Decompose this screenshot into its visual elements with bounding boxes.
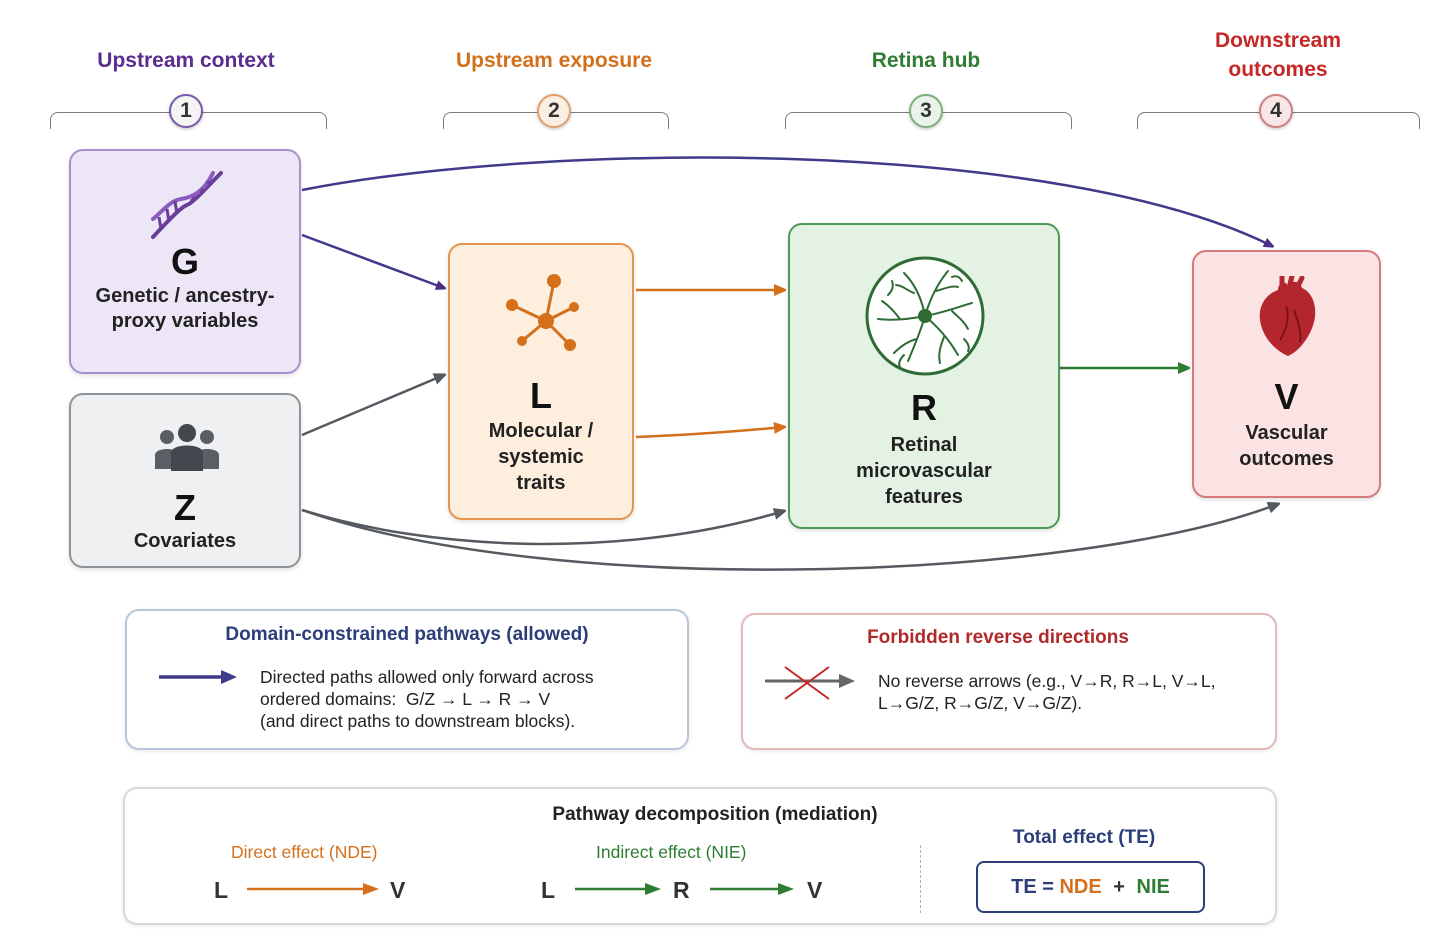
arrow-l-to-r-bottom <box>635 427 784 439</box>
arrow-g-to-l <box>301 233 444 288</box>
domain-number-2: 2 <box>537 94 571 128</box>
arrow-g-to-v <box>301 156 1272 246</box>
retina-icon <box>865 256 985 376</box>
node-r: R Retinal microvascular features <box>788 223 1060 529</box>
domain-title-downstream-outcomes: Downstream outcomes <box>1214 29 1342 81</box>
domain-title-upstream-exposure: Upstream exposure <box>455 49 653 72</box>
arrow-z-to-v <box>301 504 1278 571</box>
equals-sign: = <box>1042 876 1054 898</box>
node-l-letter: L <box>530 375 552 416</box>
arrow-z-to-r <box>301 510 784 546</box>
direct-effect-from: L <box>214 877 229 903</box>
indirect-effect-from: L <box>541 877 556 903</box>
indirect-effect-mid: R <box>673 877 690 903</box>
crossed-arrow-icon <box>765 666 855 700</box>
mediation-panel-title: Pathway decomposition (mediation) <box>552 804 878 825</box>
node-v-label: Vascular outcomes <box>1239 422 1334 470</box>
node-v: V Vascular outcomes <box>1192 250 1381 498</box>
node-g-label: Genetic / ancestry-proxy variables <box>95 285 275 332</box>
domain-number-4: 4 <box>1259 94 1293 128</box>
allowed-panel-line-3: (and direct paths to downstream blocks). <box>260 711 576 731</box>
nde-term: NDE <box>1059 876 1102 898</box>
direct-effect-arrow <box>247 883 379 895</box>
arrow-z-to-l <box>301 375 444 437</box>
heart-icon <box>1259 276 1316 356</box>
forbidden-panel-line-2: L→G/Z, R→G/Z, V→G/Z). <box>878 693 1083 713</box>
node-r-label: Retinal microvascular features <box>856 434 992 508</box>
plus-sign: + <box>1113 876 1125 898</box>
mediation-divider <box>920 845 921 913</box>
nie-term: NIE <box>1136 876 1170 898</box>
indirect-effect-label: Indirect effect (NIE) <box>596 842 747 862</box>
direct-effect-to: V <box>390 877 406 903</box>
indirect-effect-to: V <box>807 877 823 903</box>
people-icon <box>155 424 219 471</box>
node-r-letter: R <box>911 387 937 428</box>
indirect-effect-arrow-2 <box>710 883 794 895</box>
node-l-label: Molecular / systemic traits <box>488 420 594 494</box>
allowed-panel-title: Domain-constrained pathways (allowed) <box>225 624 589 645</box>
domain-title-upstream-context: Upstream context <box>97 49 275 72</box>
total-effect-label: Total effect (TE) <box>1013 827 1156 848</box>
direct-effect-label: Direct effect (NDE) <box>231 842 378 862</box>
allowed-panel-line-1: Directed paths allowed only forward acro… <box>260 667 594 687</box>
node-g-letter: G <box>170 241 199 282</box>
molecule-icon <box>506 274 579 351</box>
indirect-effect-arrow-1 <box>575 883 661 895</box>
forbidden-panel-title: Forbidden reverse directions <box>867 627 1129 648</box>
domain-number-3: 3 <box>909 94 943 128</box>
node-z-letter: Z <box>174 487 196 528</box>
allowed-panel-line-2: ordered domains: G/Z → L → R → V <box>260 689 551 709</box>
node-z: Z Covariates <box>69 393 301 568</box>
forbidden-directions-panel: Forbidden reverse directions No reverse … <box>741 613 1277 750</box>
node-l: L Molecular / systemic traits <box>448 243 634 520</box>
allowed-arrow-icon <box>159 670 237 684</box>
forbidden-panel-line-1: No reverse arrows (e.g., V→R, R→L, V→L, <box>878 671 1216 691</box>
node-g: G Genetic / ancestry-proxy variables <box>69 149 301 374</box>
total-effect-equation: TE = NDE + NIE <box>976 861 1205 913</box>
node-z-label: Covariates <box>133 530 237 552</box>
domain-number-1: 1 <box>169 94 203 128</box>
mediation-panel: Pathway decomposition (mediation) Direct… <box>123 787 1277 925</box>
node-v-letter: V <box>1274 376 1299 417</box>
domain-title-retina-hub: Retina hub <box>871 49 981 72</box>
te-term: TE <box>1011 876 1037 898</box>
allowed-pathways-panel: Domain-constrained pathways (allowed) Di… <box>125 609 689 750</box>
dna-icon <box>151 171 223 239</box>
